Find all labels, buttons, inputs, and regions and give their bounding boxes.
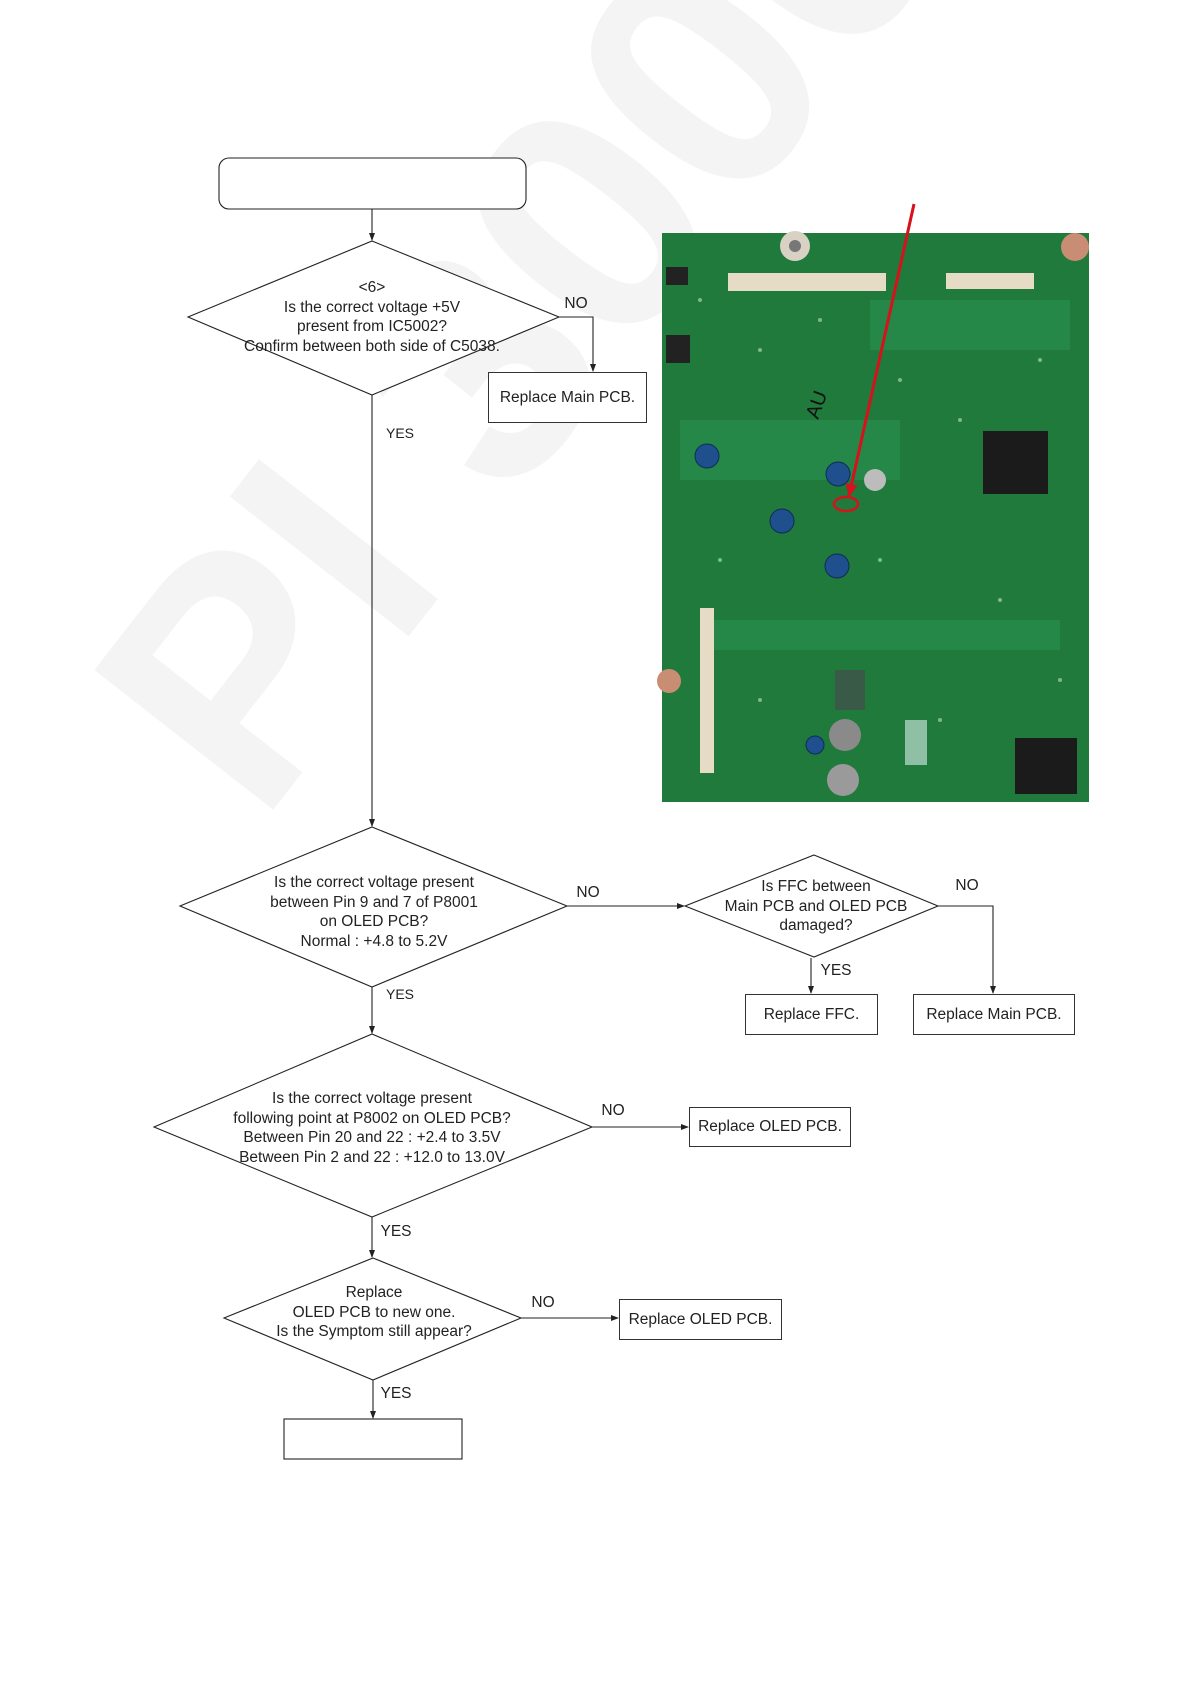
yes-label: YES xyxy=(380,1223,412,1240)
pointer-arrow xyxy=(845,203,916,497)
no-label: NO xyxy=(955,877,979,894)
end-box xyxy=(283,1418,463,1460)
yes-label: YES xyxy=(380,1385,412,1402)
no-label: NO xyxy=(576,884,600,901)
yes-label: YES xyxy=(820,962,852,979)
action-replace-oled-pcb-1: Replace OLED PCB. xyxy=(689,1107,851,1147)
yes-label: YES xyxy=(385,986,415,1002)
no-label: NO xyxy=(531,1294,555,1311)
decision-3 xyxy=(683,854,940,958)
action-replace-main-pcb-2: Replace Main PCB. xyxy=(913,994,1075,1035)
no-label: NO xyxy=(564,295,588,312)
action-replace-main-pcb-1: Replace Main PCB. xyxy=(488,372,647,423)
start-box xyxy=(218,157,527,210)
test-point-marker xyxy=(832,495,860,513)
pcb-photo: AU xyxy=(657,203,1089,802)
action-replace-ffc: Replace FFC. xyxy=(745,994,878,1035)
no-label: NO xyxy=(601,1102,625,1119)
action-replace-oled-pcb-2: Replace OLED PCB. xyxy=(619,1299,782,1340)
yes-label: YES xyxy=(385,425,415,441)
